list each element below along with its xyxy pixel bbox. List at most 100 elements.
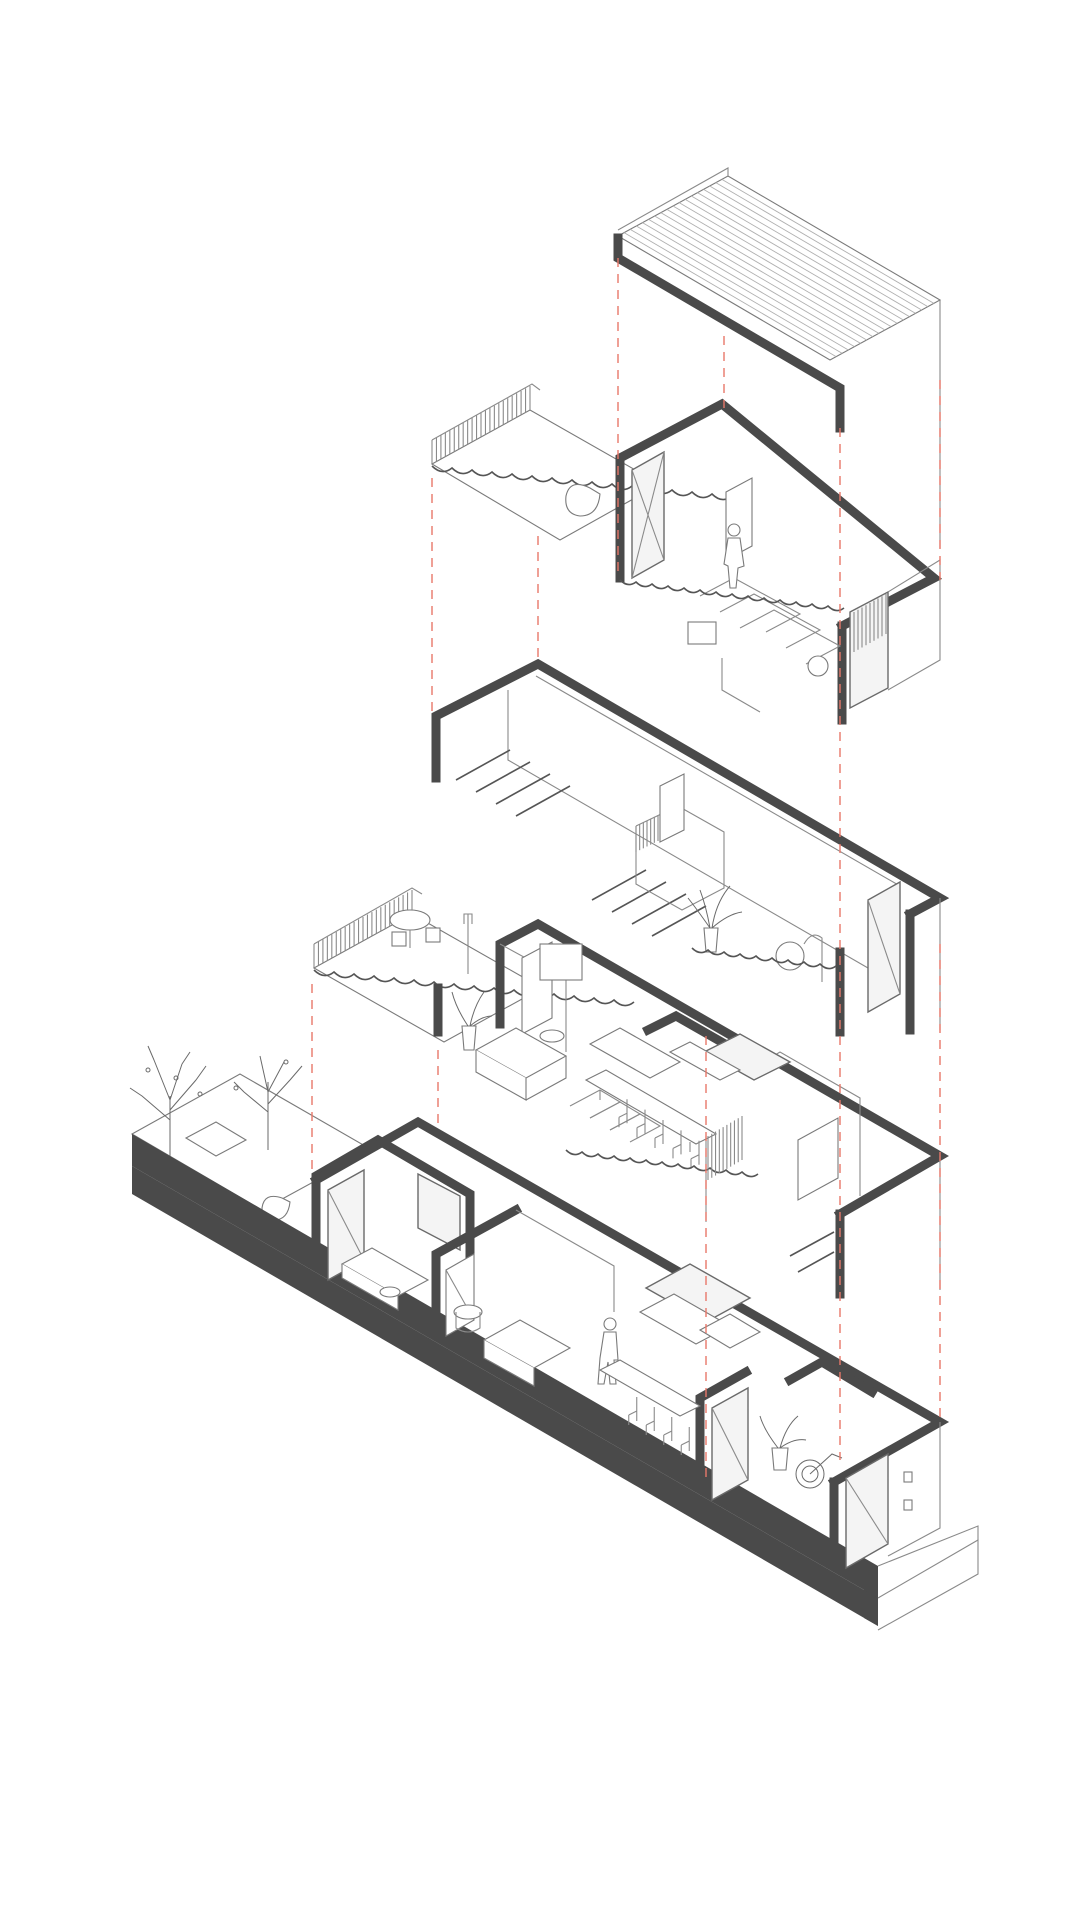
first-floor-cut-edge bbox=[565, 1149, 759, 1178]
first-slab-cut-edge bbox=[313, 969, 635, 1007]
ground-kitchen-back bbox=[515, 1209, 615, 1312]
mezzanine-level bbox=[431, 658, 950, 1037]
mezzanine-door-cross bbox=[867, 899, 901, 995]
top-balcony-railing bbox=[853, 594, 887, 652]
roof-rib bbox=[642, 222, 855, 348]
first-dining-table bbox=[584, 1069, 718, 1152]
first-core-box bbox=[539, 943, 583, 981]
ground-dining-wall bbox=[431, 1203, 523, 1327]
ground-vent-2 bbox=[903, 1499, 913, 1511]
top-side-wall bbox=[887, 559, 941, 691]
roof-level bbox=[613, 167, 942, 548]
ground-dining-chairs bbox=[628, 1397, 690, 1455]
roof-section-cut bbox=[613, 233, 845, 433]
ground-kitchen-hob bbox=[698, 1313, 762, 1349]
ground-living-window bbox=[417, 1172, 461, 1252]
top-terrace-railing bbox=[431, 386, 531, 464]
roof-rib bbox=[666, 208, 880, 334]
ground-front-step-top bbox=[877, 1525, 979, 1567]
first-terrace-table bbox=[389, 909, 441, 948]
mezzanine-long-wall bbox=[431, 658, 950, 921]
ground-garden-tree-2 bbox=[233, 1055, 303, 1150]
top-lounge-chair bbox=[565, 483, 601, 517]
mezzanine-lounge-chair bbox=[775, 941, 805, 971]
alignment-guides bbox=[311, 258, 941, 1480]
ground-dining-chair bbox=[663, 1417, 673, 1445]
top-railing-rail bbox=[431, 383, 541, 441]
top-stool bbox=[807, 655, 829, 677]
first-floor-level bbox=[312, 887, 949, 1299]
first-dining-chair bbox=[672, 1130, 682, 1159]
roof-rib bbox=[623, 232, 837, 358]
ground-vent-1 bbox=[903, 1471, 913, 1483]
ground-floor-level bbox=[129, 1045, 979, 1631]
roof-rib bbox=[672, 205, 886, 331]
first-end-window bbox=[797, 1117, 839, 1201]
mezzanine-back-line bbox=[507, 690, 869, 969]
mezzanine-shelf bbox=[659, 773, 685, 843]
ground-street-door-cross bbox=[845, 1477, 889, 1545]
ground-dining-chair bbox=[645, 1407, 655, 1435]
roof-rib bbox=[629, 228, 843, 354]
roof-rib bbox=[660, 212, 874, 338]
roof-rib bbox=[715, 182, 929, 308]
ground-foundation-face bbox=[132, 1166, 878, 1626]
first-side-table bbox=[539, 1029, 565, 1043]
ground-front-step bbox=[877, 1539, 979, 1631]
first-end-railing bbox=[707, 1116, 743, 1180]
top-stair bbox=[699, 577, 842, 713]
top-gable-wall bbox=[615, 398, 943, 633]
ground-dining-table bbox=[598, 1359, 702, 1417]
ground-living-sofa bbox=[340, 1247, 430, 1311]
roof-rib bbox=[709, 185, 922, 311]
first-chimney-flue bbox=[463, 913, 473, 974]
first-stair bbox=[569, 1089, 662, 1143]
roof-rib bbox=[654, 215, 867, 341]
roof-rib bbox=[721, 178, 935, 304]
mezzanine-plant bbox=[687, 885, 743, 953]
ground-dining-chair bbox=[680, 1427, 690, 1455]
first-long-wall bbox=[495, 918, 949, 1221]
top-floor-cut-edge bbox=[619, 579, 845, 612]
top-door-cross2 bbox=[631, 451, 665, 579]
ground-bicycle bbox=[795, 1453, 843, 1489]
ground-front-door-cross bbox=[711, 1407, 749, 1481]
first-dining-chair bbox=[654, 1120, 664, 1148]
first-dining-chair bbox=[636, 1109, 646, 1138]
first-railing-rail bbox=[313, 887, 423, 945]
ground-garden-tree bbox=[129, 1045, 207, 1166]
ground-living-side-table bbox=[379, 1286, 401, 1298]
first-kitchen-counter bbox=[668, 1041, 742, 1081]
ground-partition-wall bbox=[695, 1365, 753, 1489]
ground-dining-chair bbox=[628, 1397, 638, 1425]
mezzanine-cut-edge bbox=[691, 947, 837, 970]
top-person-figure bbox=[723, 523, 745, 589]
roof-rib bbox=[648, 218, 861, 344]
top-floor-level bbox=[430, 383, 943, 725]
ground-front-hall-wall bbox=[783, 1356, 879, 1399]
roof-corrugation bbox=[623, 178, 935, 358]
roof-rib bbox=[703, 188, 916, 314]
first-plant bbox=[451, 991, 493, 1051]
roof-rib bbox=[636, 225, 849, 351]
first-dining-chair bbox=[690, 1140, 700, 1169]
roof-rib bbox=[691, 195, 904, 321]
mezzanine-beams bbox=[455, 749, 707, 937]
ground-bench bbox=[482, 1319, 572, 1387]
ground-plant bbox=[759, 1415, 807, 1471]
ground-side-edge bbox=[887, 1422, 941, 1557]
ground-living-door-cross bbox=[327, 1189, 365, 1261]
roof-rib bbox=[684, 198, 898, 324]
ground-round-table bbox=[453, 1304, 483, 1333]
mezzanine-floor-lamp bbox=[803, 934, 823, 982]
roof-rib bbox=[678, 202, 892, 328]
first-sofa bbox=[474, 1027, 568, 1101]
roof-rib bbox=[697, 192, 910, 318]
top-terrace-deck bbox=[430, 409, 662, 541]
first-end-beams bbox=[789, 1231, 835, 1273]
first-kitchen-island bbox=[588, 1027, 682, 1079]
roof-back-edge bbox=[617, 167, 729, 231]
top-window bbox=[687, 621, 717, 645]
